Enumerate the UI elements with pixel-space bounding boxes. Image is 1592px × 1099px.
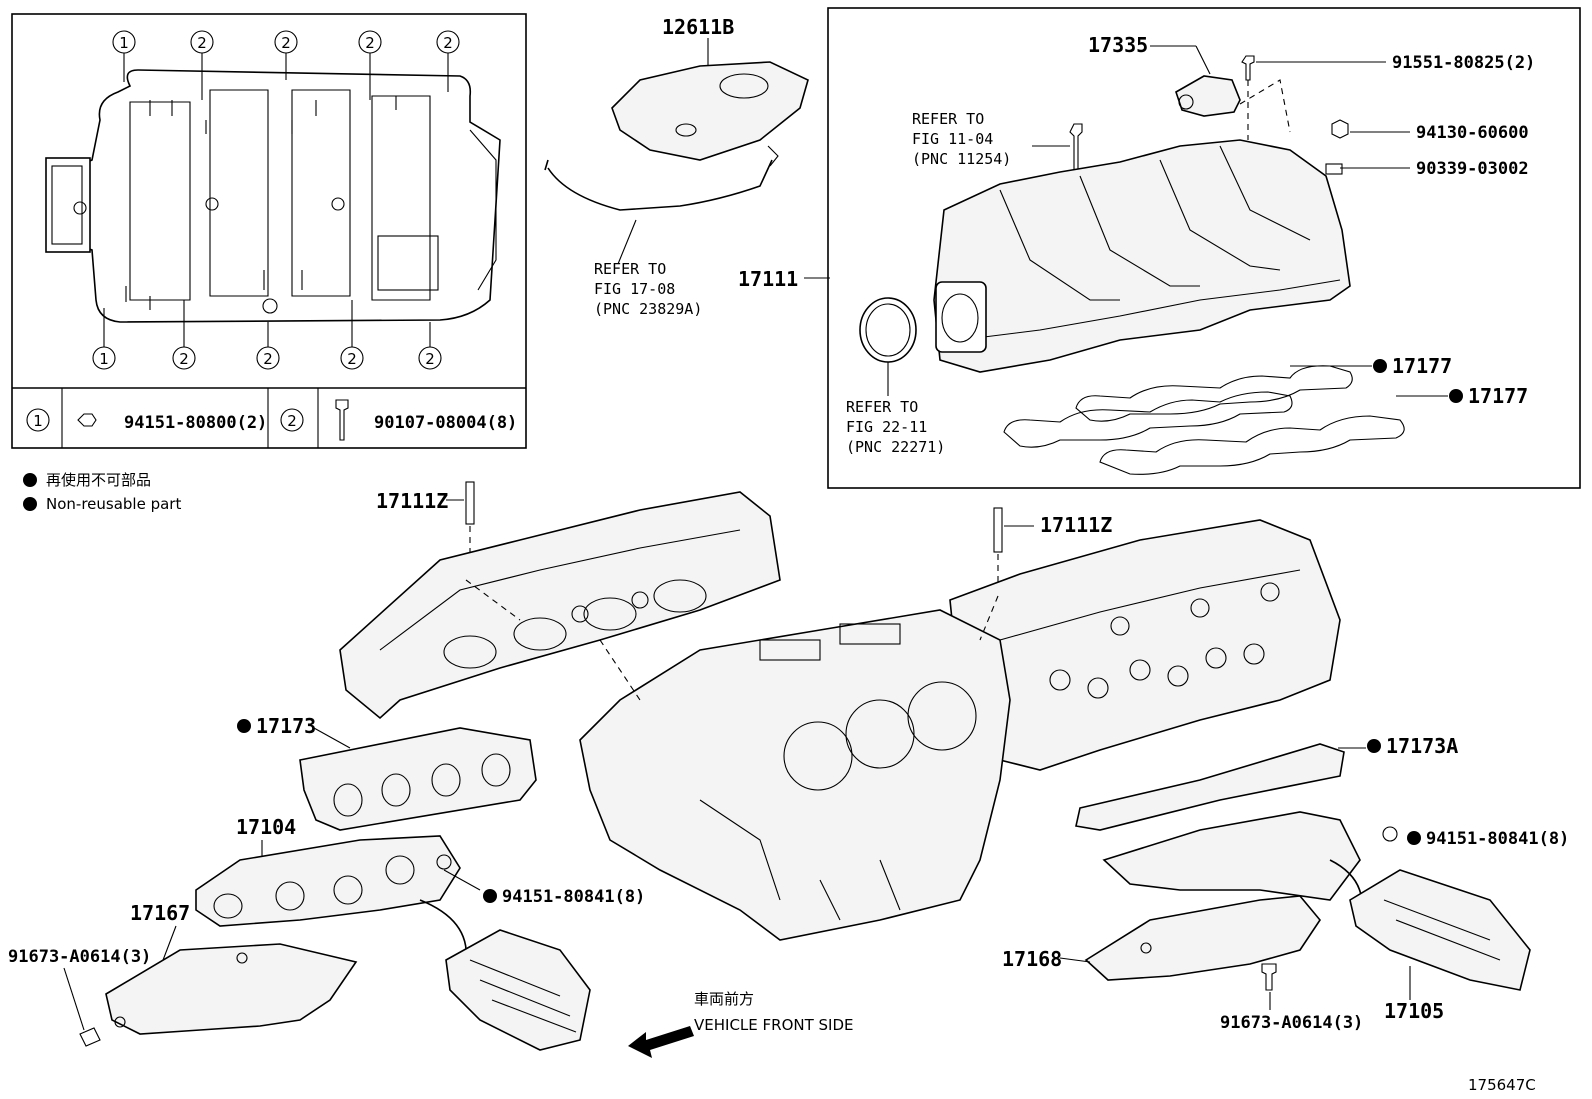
label-91551-80825: 91551-80825(2) bbox=[1392, 53, 1535, 73]
label-94130-60600: 94130-60600 bbox=[1416, 123, 1529, 143]
stud-icon bbox=[1069, 123, 1083, 171]
exhaust-gasket-17173 bbox=[299, 727, 537, 831]
throttle-gasket bbox=[859, 297, 917, 363]
legend-en: Non-reusable part bbox=[46, 495, 181, 513]
legend-jp: 再使用不可部品 bbox=[46, 471, 151, 489]
non-reusable-dot-icon bbox=[1449, 389, 1463, 403]
label-17173A: 17173A bbox=[1386, 734, 1458, 758]
callout-1-bottom: 1 bbox=[99, 350, 109, 368]
label-17111Z-right: 17111Z bbox=[1040, 513, 1112, 537]
callout-2-top-d: 2 bbox=[443, 34, 453, 52]
label-17177-b: 17177 bbox=[1468, 384, 1528, 408]
exhaust-manifold-17104 bbox=[195, 835, 461, 927]
bolt-icon bbox=[335, 399, 349, 441]
label-94151-80841-right: 94151-80841(8) bbox=[1426, 829, 1569, 849]
ref-1708-line1: REFER TO bbox=[594, 260, 666, 278]
inset-top-callouts: 1 2 2 2 2 bbox=[112, 30, 460, 100]
label-17177-a: 17177 bbox=[1392, 354, 1452, 378]
inset-intake-assembly: 17335 91551-80825(2) 94130-60600 90339-0… bbox=[738, 7, 1581, 489]
exhaust-gasket-17173A bbox=[1075, 743, 1345, 831]
ref-1104-line1: REFER TO bbox=[912, 110, 984, 128]
cylinder-head-left bbox=[339, 491, 781, 720]
diagram-id: 175647C bbox=[1468, 1076, 1536, 1094]
intake-gasket-17177-upper-2 bbox=[1003, 391, 1293, 448]
catalytic-converter-right bbox=[1349, 869, 1531, 991]
ref-2211-line1: REFER TO bbox=[846, 398, 918, 416]
cylinder-block bbox=[579, 609, 1011, 941]
label-17111: 17111 bbox=[738, 267, 798, 291]
nut-icon bbox=[1331, 119, 1349, 139]
heat-insulator-17167 bbox=[105, 943, 358, 1035]
intake-manifold-top-view bbox=[45, 69, 501, 323]
front-arrow-icon bbox=[628, 1026, 694, 1058]
callout-2-bottom-c: 2 bbox=[347, 350, 357, 368]
non-reusable-dot-icon bbox=[237, 719, 251, 733]
callout-2-top-b: 2 bbox=[281, 34, 291, 52]
bolt-icon bbox=[1261, 963, 1277, 991]
ref-1708-line3: (PNC 23829A) bbox=[594, 300, 702, 318]
ref-2211-line3: (PNC 22271) bbox=[846, 438, 945, 456]
stud-icon bbox=[1325, 163, 1343, 175]
label-94151-80841-left: 94151-80841(8) bbox=[502, 887, 645, 907]
label-17111Z-left: 17111Z bbox=[376, 489, 448, 513]
vehicle-front-direction: 車両前方 VEHICLE FRONT SIDE bbox=[628, 990, 854, 1058]
direction-en: VEHICLE FRONT SIDE bbox=[694, 1016, 854, 1034]
catalytic-converter-left bbox=[445, 929, 591, 1051]
pcv-hose-12611B: 12611B REFER TO FIG 17-08 (PNC 23829A) bbox=[544, 15, 809, 318]
key-2-part-number: 90107-08004(8) bbox=[374, 413, 517, 433]
ref-2211-line2: FIG 22-11 bbox=[846, 418, 927, 436]
non-reusable-dot-icon bbox=[1367, 739, 1381, 753]
key-1-part-number: 94151-80800(2) bbox=[124, 413, 267, 433]
label-91673-right: 91673-A0614(3) bbox=[1220, 1013, 1363, 1033]
stud-17111Z-right bbox=[993, 507, 1003, 553]
callout-2-bottom-a: 2 bbox=[179, 350, 189, 368]
cylinder-head-right bbox=[949, 519, 1341, 771]
bolt-icon bbox=[79, 1027, 101, 1047]
nut-icon bbox=[1382, 826, 1398, 842]
stud-17111Z-left bbox=[465, 481, 475, 525]
label-17335: 17335 bbox=[1088, 33, 1148, 57]
non-reusable-dot-icon bbox=[23, 473, 37, 487]
label-12611B: 12611B bbox=[662, 15, 734, 39]
non-reusable-dot-icon bbox=[483, 889, 497, 903]
label-17167: 17167 bbox=[130, 901, 190, 925]
inset-key-row: 1 94151-80800(2) 2 90107-08004(8) bbox=[26, 399, 517, 441]
exhaust-left: 17173 17104 94151-80841(8) 17167 91673-A… bbox=[8, 714, 645, 1051]
label-17173: 17173 bbox=[256, 714, 316, 738]
label-17168: 17168 bbox=[1002, 947, 1062, 971]
exhaust-manifold-right bbox=[1102, 811, 1361, 901]
sensor-17335 bbox=[1175, 75, 1241, 117]
ref-1104-line2: FIG 11-04 bbox=[912, 130, 993, 148]
direction-jp: 車両前方 bbox=[694, 990, 754, 1008]
bolt-icon bbox=[1241, 55, 1255, 81]
callout-2-top-a: 2 bbox=[197, 34, 207, 52]
heat-insulator-17168 bbox=[1084, 895, 1321, 981]
ref-1104-line3: (PNC 11254) bbox=[912, 150, 1011, 168]
callout-1-top-text: 1 bbox=[119, 34, 129, 52]
callout-2-top-c: 2 bbox=[365, 34, 375, 52]
nut-icon bbox=[436, 854, 452, 870]
non-reusable-dot-icon bbox=[23, 497, 37, 511]
label-17104: 17104 bbox=[236, 815, 296, 839]
exhaust-right: 17173A 94151-80841(8) 17168 91673-A0614(… bbox=[1002, 734, 1569, 1033]
label-90339-03002: 90339-03002 bbox=[1416, 159, 1529, 179]
nut-icon bbox=[77, 413, 97, 427]
inset-bottom-callouts: 1 2 2 2 2 bbox=[92, 300, 442, 370]
key-1-circle: 1 bbox=[33, 412, 43, 430]
legend: 再使用不可部品 Non-reusable part bbox=[23, 471, 181, 513]
non-reusable-dot-icon bbox=[1373, 359, 1387, 373]
inset-manifold-panel: 1 2 2 2 2 1 2 2 2 bbox=[11, 13, 527, 449]
non-reusable-dot-icon bbox=[1407, 831, 1421, 845]
key-2-circle: 2 bbox=[287, 412, 297, 430]
intake-manifold-17111 bbox=[933, 139, 1351, 373]
intake-gasket-17177-lower bbox=[1099, 415, 1405, 475]
label-91673-left: 91673-A0614(3) bbox=[8, 947, 151, 967]
engine-assembly: 17111Z 17111Z bbox=[339, 481, 1341, 941]
label-17105: 17105 bbox=[1384, 999, 1444, 1023]
ref-1708-line2: FIG 17-08 bbox=[594, 280, 675, 298]
callout-2-bottom-d: 2 bbox=[425, 350, 435, 368]
callout-2-bottom-b: 2 bbox=[263, 350, 273, 368]
intake-gasket-17177-upper bbox=[1075, 365, 1353, 422]
